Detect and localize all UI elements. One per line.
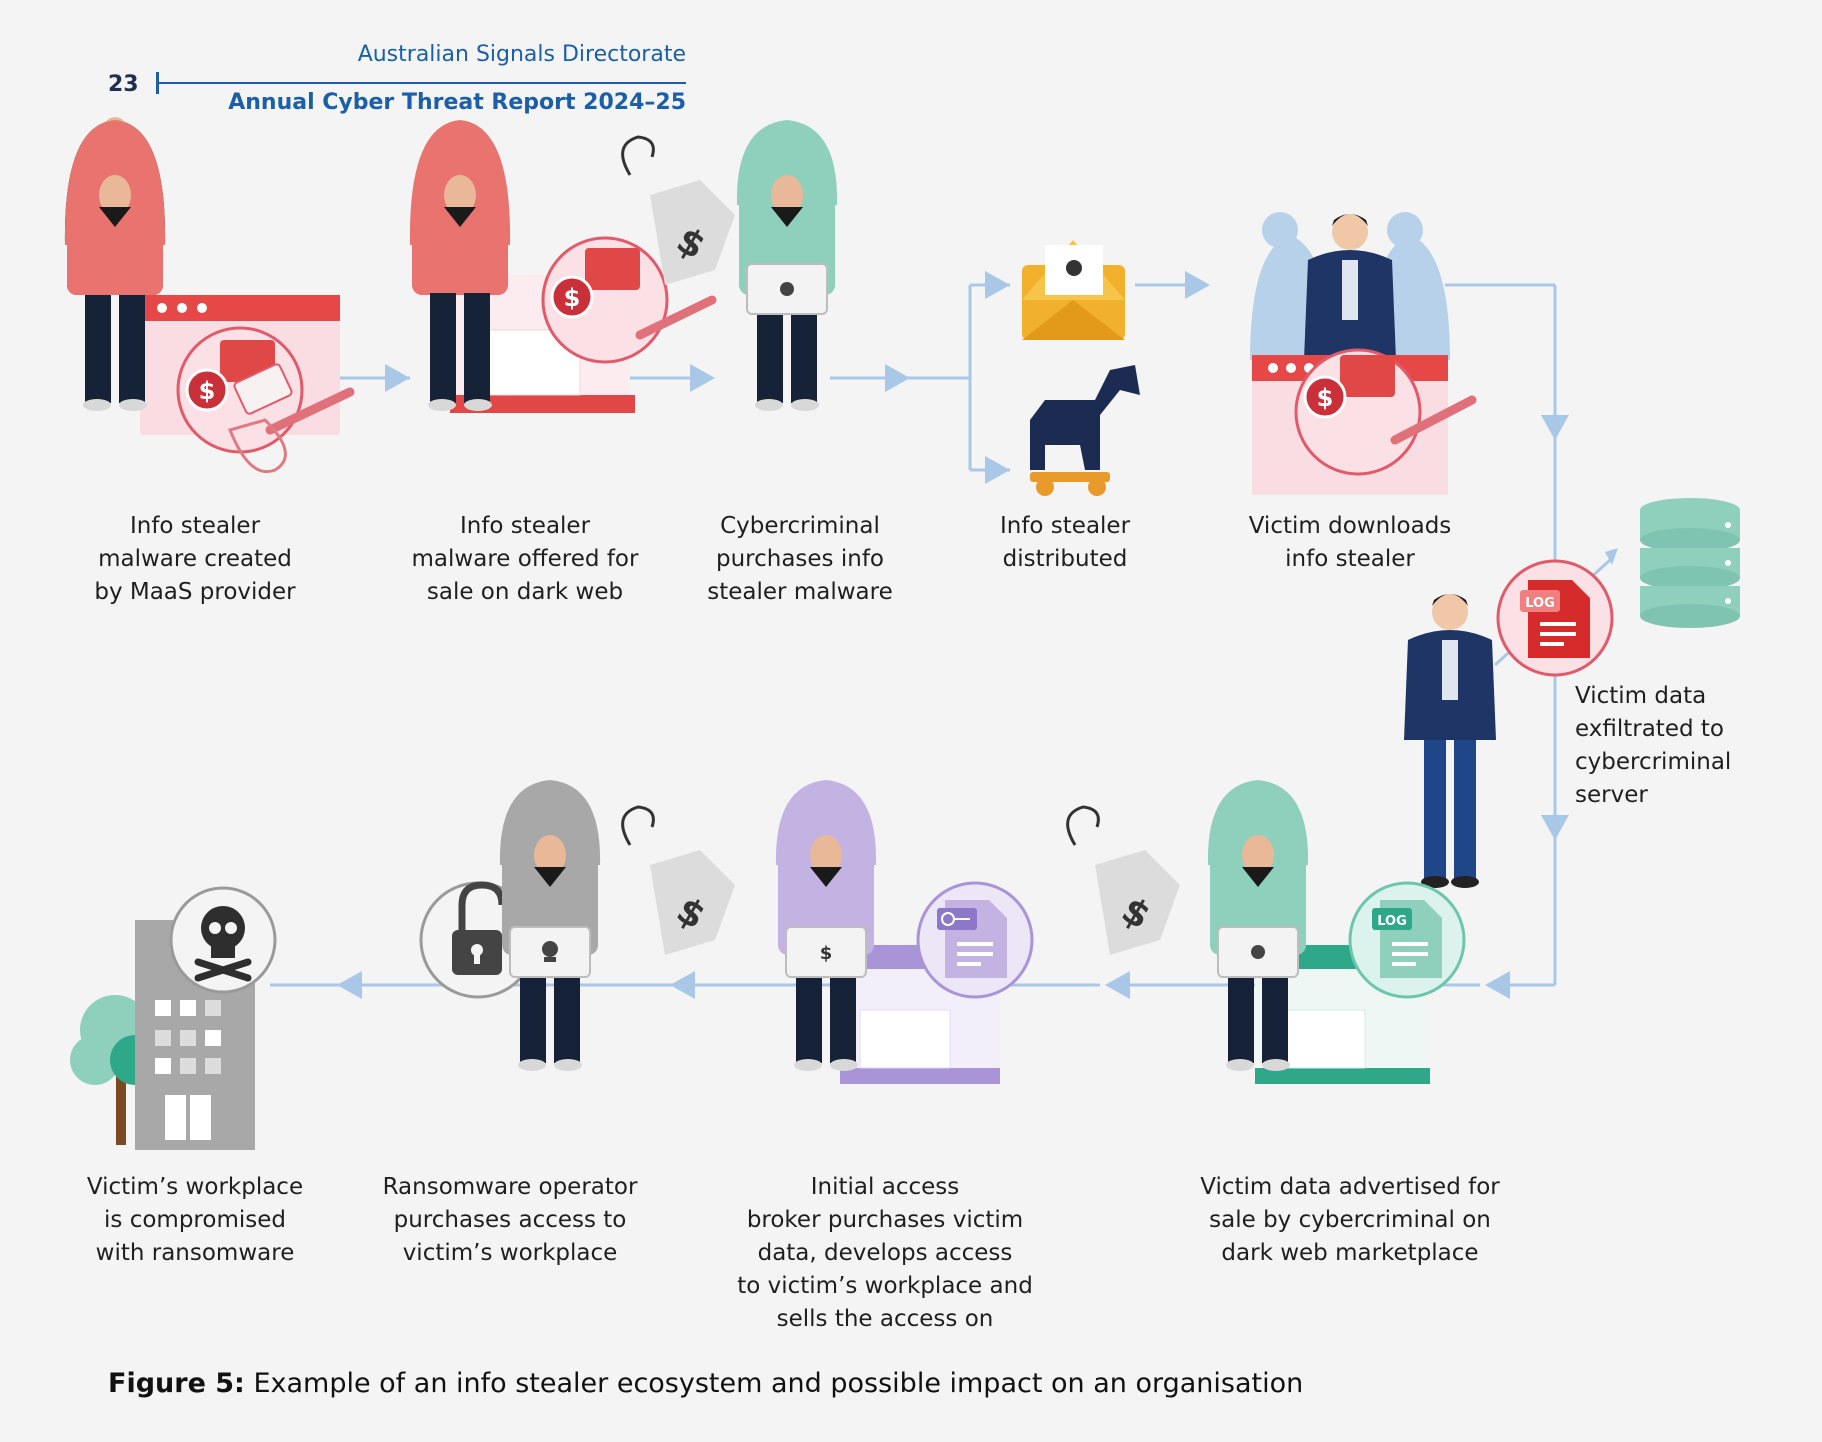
step5-illustration: $ <box>1250 212 1477 495</box>
figure-caption-text: Example of an info stealer ecosystem and… <box>244 1368 1304 1399</box>
step9-illustration <box>419 780 601 1071</box>
step-caption: Info stealer malware offered for sale on… <box>411 513 639 605</box>
price-tag-icon: $ <box>1066 805 1180 955</box>
page-number: 23 <box>108 72 139 97</box>
step1-illustration: $ <box>64 117 355 473</box>
step2-illustration: $ $ <box>409 120 735 413</box>
flow-arrowheads <box>337 271 1618 999</box>
agency-name: Australian Signals Directorate <box>357 42 686 67</box>
trojan-horse-icon <box>1030 365 1140 496</box>
price-tag-icon: $ <box>621 805 735 955</box>
step-caption: Initial access broker purchases victim d… <box>737 1174 1033 1332</box>
step4-illustration <box>1022 240 1140 496</box>
figure-label: Figure 5: <box>108 1368 245 1399</box>
step6-illustration: LOG <box>1404 498 1740 888</box>
step-caption: Ransomware operator purchases access to … <box>382 1174 638 1266</box>
dollar-coin-label: $ <box>1317 384 1334 412</box>
page-header: 23 Australian Signals Directorate Annual… <box>100 40 690 130</box>
key-document-icon <box>937 900 1007 978</box>
step-caption: Victim data exfiltrated to cybercriminal… <box>1575 683 1732 808</box>
header-divider <box>156 82 686 84</box>
svg-text:LOG: LOG <box>1377 914 1407 929</box>
step3-illustration <box>736 120 838 411</box>
step-caption: Victim downloads info stealer <box>1248 513 1452 572</box>
log-file-icon: LOG <box>1520 580 1590 658</box>
step-caption: Cybercriminal purchases info stealer mal… <box>707 513 893 605</box>
laptop-icon <box>1217 926 1299 978</box>
victim-person <box>1404 594 1496 888</box>
laptop-icon <box>746 263 828 315</box>
report-title: Annual Cyber Threat Report 2024–25 <box>228 90 686 115</box>
figure-caption: Figure 5: Example of an info stealer eco… <box>108 1368 1303 1399</box>
step10-illustration <box>70 886 277 1150</box>
svg-text:LOG: LOG <box>1525 596 1555 611</box>
laptop-icon: $ <box>785 926 867 978</box>
laptop-icon <box>509 926 591 978</box>
dollar-coin-label: $ <box>564 284 581 312</box>
step-caption: Victim data advertised for sale by cyber… <box>1200 1174 1500 1266</box>
unlocked-padlock-icon <box>452 881 506 975</box>
skull-crossbones-icon <box>194 906 252 982</box>
dollar-coin-label: $ <box>199 377 216 405</box>
step-caption: Info stealer distributed <box>999 513 1131 572</box>
price-tag-icon: $ <box>621 135 735 285</box>
step7-illustration: LOG $ <box>1066 780 1466 1084</box>
svg-text:$: $ <box>820 943 833 964</box>
step-caption: Victim’s workplace is compromised with r… <box>86 1174 304 1266</box>
database-server-icon <box>1640 498 1740 628</box>
step-caption: Info stealer malware created by MaaS pro… <box>94 513 296 605</box>
envelope-icon <box>1022 240 1125 340</box>
log-file-icon: LOG <box>1372 900 1442 978</box>
step8-illustration: $ $ <box>621 780 1034 1084</box>
